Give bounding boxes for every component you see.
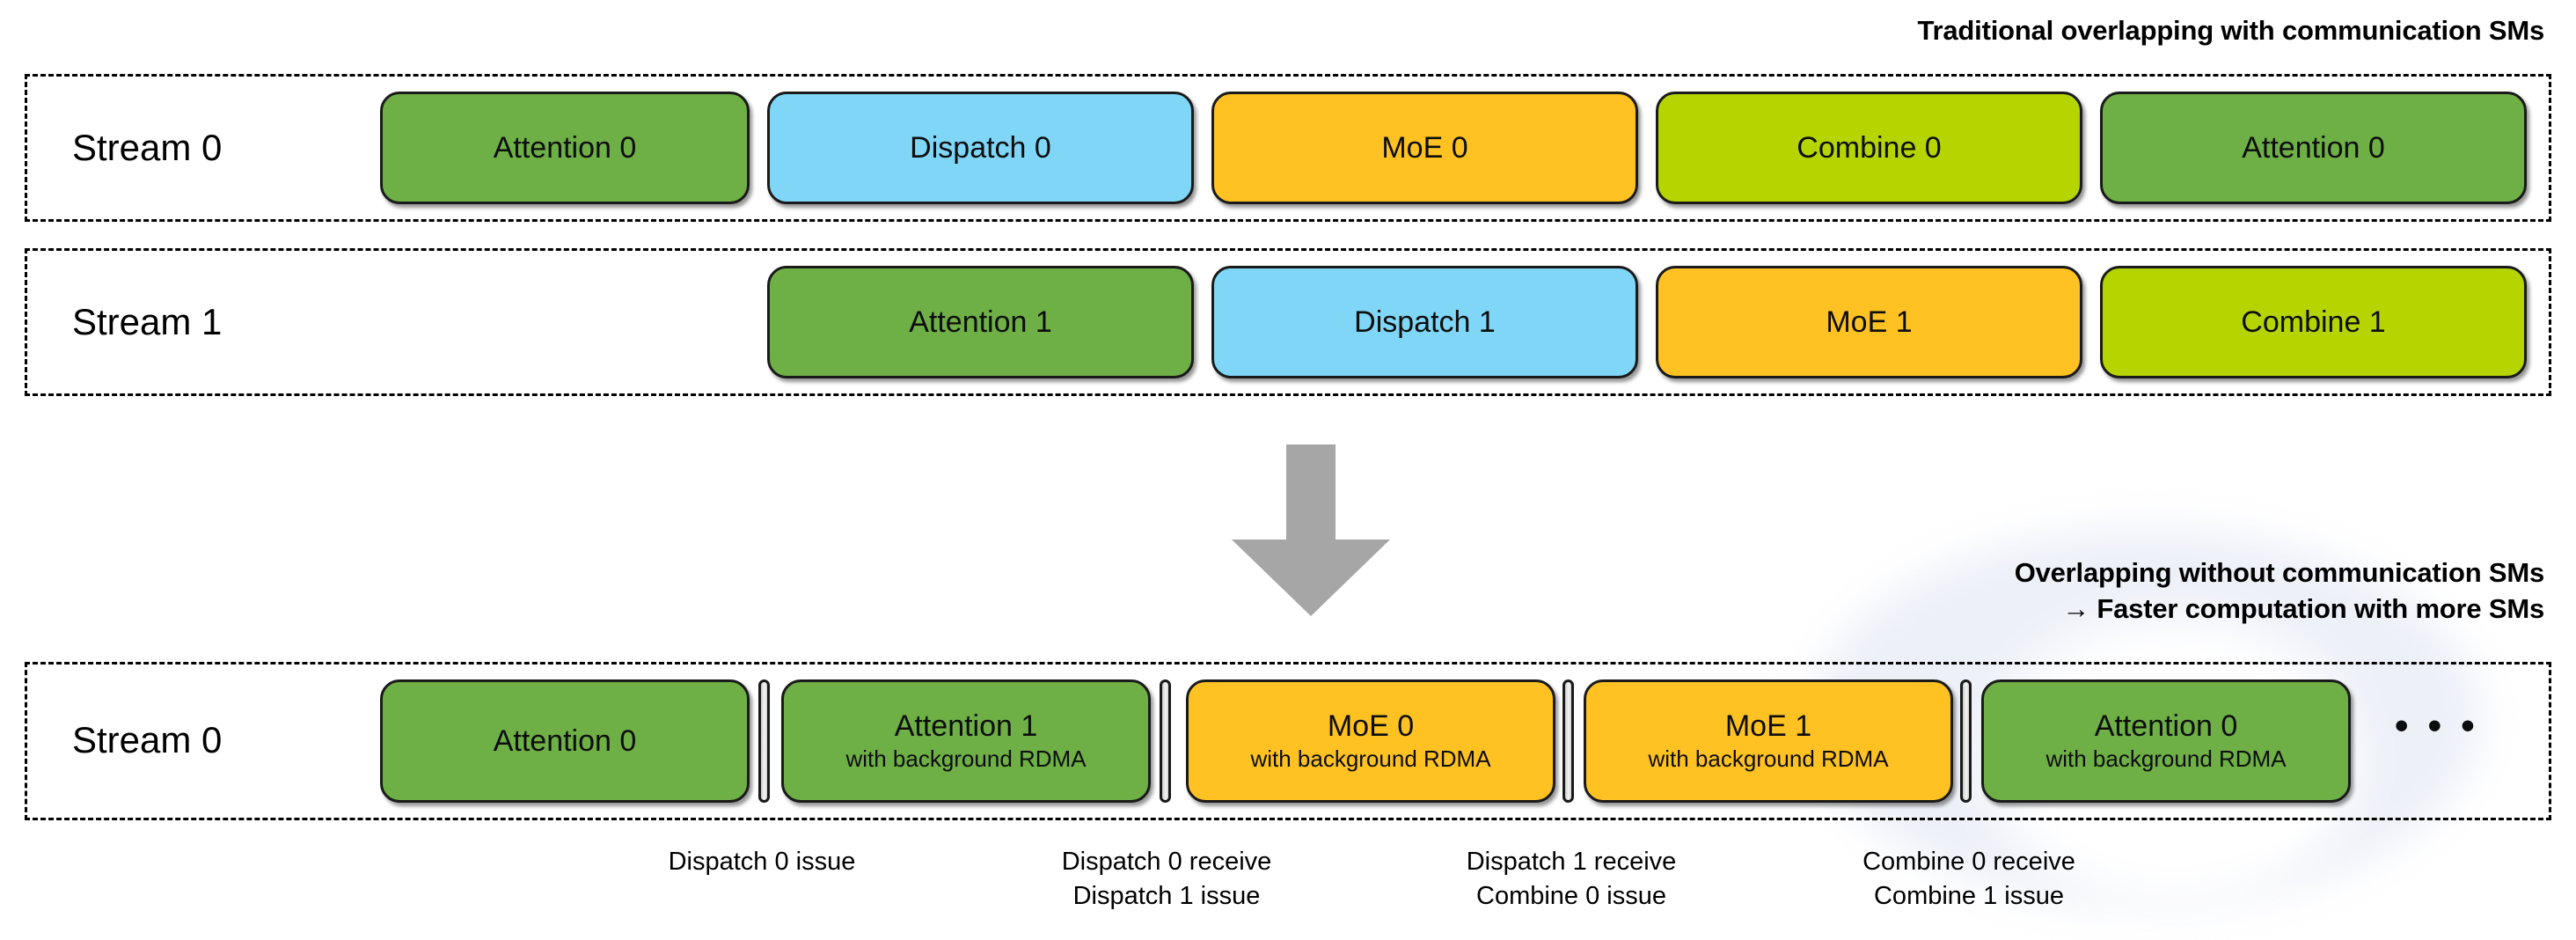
stream-row-0-label: Stream 0	[72, 127, 223, 168]
bottom-section-title: Overlapping without communication SMs → …	[2014, 557, 2545, 625]
continuation-ellipsis: • • •	[2395, 704, 2479, 747]
task-box: Attention 0	[380, 679, 750, 803]
task-box: MoE 0	[1211, 92, 1638, 204]
event-caption: Dispatch 1 receive Combine 0 issue	[1466, 848, 1677, 910]
task-title: Attention 0	[493, 130, 637, 165]
task-subtitle: with background RDMA	[1648, 745, 1889, 772]
stream-row-1-container	[25, 248, 2551, 396]
task-subtitle: with background RDMA	[1250, 745, 1491, 772]
task-title: MoE 1	[1724, 709, 1812, 743]
task-separator-bar	[758, 679, 770, 803]
task-subtitle: with background RDMA	[2045, 745, 2287, 772]
task-box: Attention 1	[767, 266, 1194, 378]
event-caption: Combine 0 receive Combine 1 issue	[1862, 848, 2075, 910]
task-box: Combine 1	[2100, 266, 2527, 378]
task-title: Attention 0	[493, 723, 637, 758]
task-title: Combine 1	[2241, 305, 2386, 339]
stream-row-1-label: Stream 1	[72, 301, 223, 342]
task-title: MoE 1	[1826, 305, 1913, 339]
task-title: Attention 1	[894, 709, 1038, 743]
task-box: Attention 0	[380, 92, 750, 204]
task-title: Dispatch 0	[910, 130, 1051, 165]
task-box: Attention 0	[2100, 92, 2527, 204]
task-box: Dispatch 0	[767, 92, 1194, 204]
task-title: Combine 0	[1797, 130, 1942, 165]
task-separator-bar	[1960, 679, 1972, 803]
task-separator-bar	[1160, 679, 1171, 803]
stream-row-0-container	[25, 74, 2551, 222]
event-caption: Dispatch 0 receive Dispatch 1 issue	[1061, 848, 1272, 910]
down-arrow-icon	[1232, 444, 1390, 616]
task-title: MoE 0	[1381, 130, 1468, 165]
task-subtitle: with background RDMA	[845, 745, 1087, 772]
task-box: MoE 1	[1656, 266, 2082, 378]
task-title: Attention 1	[909, 305, 1052, 339]
event-caption: Dispatch 0 issue	[668, 848, 856, 876]
task-box: Dispatch 1	[1211, 266, 1638, 378]
task-title: MoE 0	[1327, 709, 1415, 743]
stream-row-2-label: Stream 0	[72, 719, 223, 760]
top-section-title: Traditional overlapping with communicati…	[1917, 15, 2545, 46]
task-title: Attention 0	[2242, 130, 2385, 165]
task-box: Combine 0	[1656, 92, 2082, 204]
task-title: Dispatch 1	[1354, 305, 1496, 339]
task-title: Attention 0	[2094, 709, 2238, 743]
task-separator-bar	[1562, 679, 1574, 803]
stream-row-2-container	[25, 662, 2551, 820]
